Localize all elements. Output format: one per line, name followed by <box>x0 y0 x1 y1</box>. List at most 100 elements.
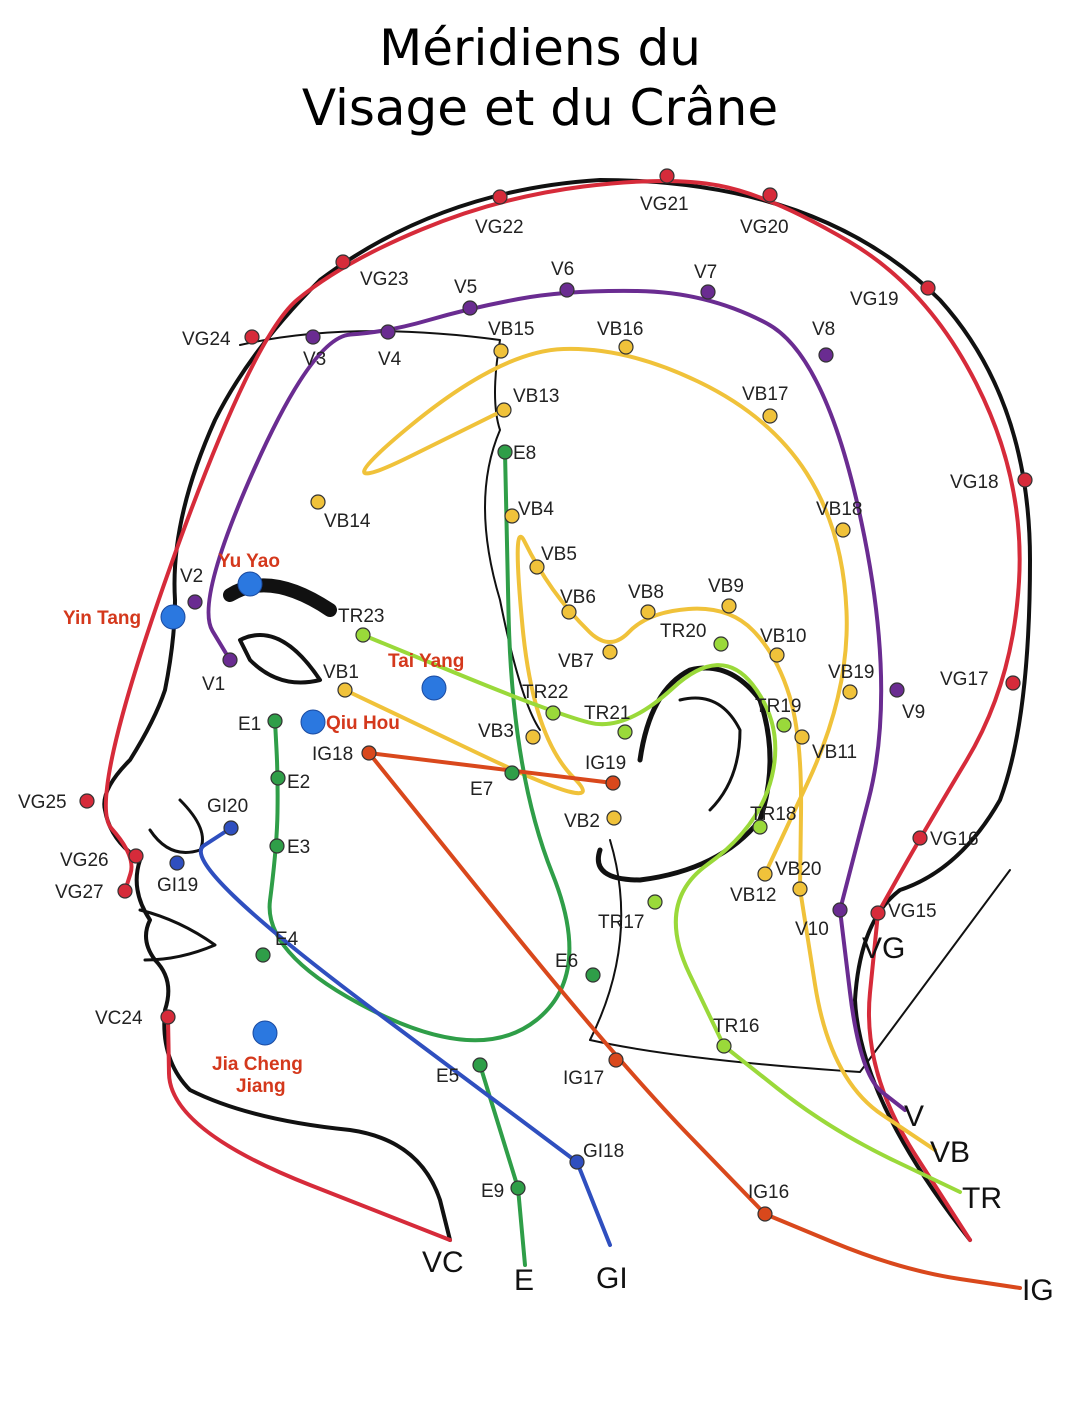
point-label-tr23: TR23 <box>338 606 384 627</box>
point-label-v9: V9 <box>902 702 925 723</box>
point-label-tr20: TR20 <box>660 621 706 642</box>
point-label-v8: V8 <box>812 319 835 340</box>
point-marker-e6 <box>585 967 601 983</box>
point-label-vg15: VG15 <box>888 901 937 922</box>
point-label-vg18: VG18 <box>950 472 999 493</box>
point-label-e2: E2 <box>287 772 310 793</box>
point-label-v5: V5 <box>454 277 477 298</box>
point-label-e7: E7 <box>470 779 493 800</box>
point-marker-vb12 <box>792 881 808 897</box>
point-marker-ig16 <box>757 1206 773 1222</box>
point-marker-vc24 <box>160 1009 176 1025</box>
point-label-gi18: GI18 <box>583 1141 624 1162</box>
point-marker-vg27 <box>117 883 133 899</box>
point-label-vg27: VG27 <box>55 882 104 903</box>
point-marker-v4 <box>380 324 396 340</box>
meridian-line-ig2 <box>367 751 767 1216</box>
point-label-e3: E3 <box>287 837 310 858</box>
point-label-ig17: IG17 <box>563 1068 604 1089</box>
point-label-tr17: TR17 <box>598 912 644 933</box>
point-label-vb10: VB10 <box>760 626 806 647</box>
meridian-line-vb2 <box>362 346 849 876</box>
point-label-vb11: VB11 <box>812 742 857 763</box>
point-label-vb20: VB20 <box>775 859 821 880</box>
point-label-v10: V10 <box>795 919 829 940</box>
point-marker-vg26 <box>128 848 144 864</box>
point-marker-gi19 <box>169 855 185 871</box>
point-label-e6: E6 <box>555 951 578 972</box>
point-label-v3: V3 <box>303 349 326 370</box>
point-marker-v9 <box>889 682 905 698</box>
point-marker-gi18 <box>569 1154 585 1170</box>
meridian-tail-ig <box>763 1212 1022 1290</box>
point-marker-vb1 <box>337 682 353 698</box>
named-point-marker-2 <box>421 675 447 701</box>
point-marker-vg22 <box>492 189 508 205</box>
point-label-v4: V4 <box>378 349 402 370</box>
meridian-line-v <box>206 288 884 912</box>
meridian-tail-vc <box>166 1015 452 1242</box>
meridian-end-label-vc: VC <box>422 1246 464 1279</box>
point-label-vb12: VB12 <box>730 885 776 906</box>
point-label-tr19: TR19 <box>755 696 801 717</box>
point-label-vb13: VB13 <box>513 386 559 407</box>
point-marker-v8 <box>818 347 834 363</box>
point-marker-tr18 <box>752 819 768 835</box>
meridian-tail-vb <box>798 887 937 1152</box>
point-marker-tr17 <box>647 894 663 910</box>
meridian-tail-gi <box>575 1160 612 1247</box>
point-label-tr22: TR22 <box>522 682 568 703</box>
point-label-tr18: TR18 <box>750 804 796 825</box>
point-marker-vg20 <box>762 187 778 203</box>
point-marker-e5 <box>472 1057 488 1073</box>
point-marker-tr16 <box>716 1038 732 1054</box>
point-label-vb15: VB15 <box>488 319 534 340</box>
named-point-label-0: Yu Yao <box>218 551 280 572</box>
point-marker-vb5 <box>529 559 545 575</box>
point-label-vg21: VG21 <box>640 194 689 215</box>
point-label-vb7: VB7 <box>558 651 594 672</box>
point-label-e8: E8 <box>513 443 536 464</box>
point-marker-ig19 <box>605 775 621 791</box>
point-label-e9: E9 <box>481 1181 504 1202</box>
meridian-end-label-e: E <box>514 1264 534 1297</box>
named-point-label-2: Tai Yang <box>388 651 464 672</box>
meridian-line-e <box>267 450 572 1043</box>
meridian-tail-e <box>516 1186 527 1267</box>
point-marker-vg18 <box>1017 472 1033 488</box>
point-marker-e8 <box>497 444 513 460</box>
point-label-e4: E4 <box>275 929 299 950</box>
point-label-ig19: IG19 <box>585 753 626 774</box>
point-label-vb1: VB1 <box>323 662 359 683</box>
point-label-vb18: VB18 <box>816 499 862 520</box>
meridian-line-tr <box>361 633 778 1048</box>
meridian-end-label-v: V <box>904 1100 924 1133</box>
named-point-label-1: Yin Tang <box>63 608 141 629</box>
point-label-vg20: VG20 <box>740 217 789 238</box>
point-marker-vb13 <box>496 402 512 418</box>
meridian-line-vg <box>103 179 1022 915</box>
point-label-vg26: VG26 <box>60 850 109 871</box>
point-marker-tr22 <box>545 705 561 721</box>
named-point-marker-3 <box>300 709 326 735</box>
point-label-v6: V6 <box>551 259 574 280</box>
point-label-vg24: VG24 <box>182 329 231 350</box>
point-marker-vb18 <box>835 522 851 538</box>
point-label-e1: E1 <box>238 714 261 735</box>
point-marker-vb6 <box>561 604 577 620</box>
point-marker-v3 <box>305 329 321 345</box>
point-marker-vg24 <box>244 329 260 345</box>
meridian-tail-tr <box>722 1044 962 1194</box>
meridian-line-vb <box>343 534 804 891</box>
point-marker-vb4 <box>504 508 520 524</box>
meridian-line-gi <box>198 826 579 1164</box>
meridian-end-label-vg: VG <box>862 932 905 965</box>
point-marker-vb9 <box>721 598 737 614</box>
named-point-label-3: Qiu Hou <box>326 713 400 734</box>
point-marker-vb17 <box>762 408 778 424</box>
point-label-vg19: VG19 <box>850 289 899 310</box>
point-label-vb5: VB5 <box>541 544 577 565</box>
point-label-vb4: VB4 <box>518 499 554 520</box>
